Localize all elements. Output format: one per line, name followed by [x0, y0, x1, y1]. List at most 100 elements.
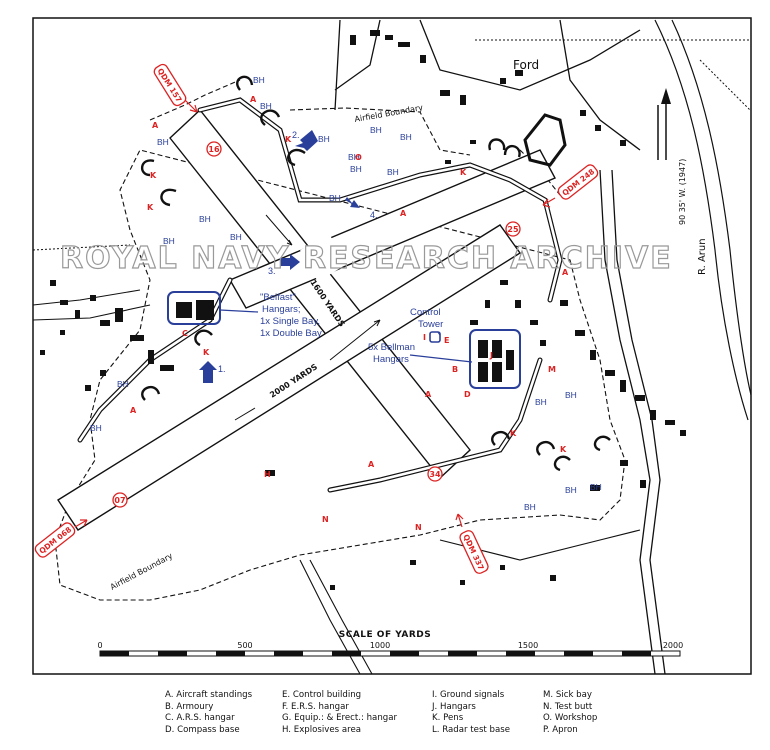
buildings-left — [40, 280, 174, 391]
svg-text:Hangars;: Hangars; — [262, 304, 301, 315]
control-tower-highlight — [429, 331, 441, 343]
svg-text:Control: Control — [410, 307, 441, 318]
arrow-1-icon — [199, 361, 217, 383]
belfast-hangar-single — [176, 302, 192, 318]
svg-text:34: 34 — [429, 470, 441, 479]
arrow-3-icon — [280, 254, 300, 270]
svg-text:2000: 2000 — [663, 641, 683, 650]
svg-text:A: A — [368, 460, 375, 469]
svg-text:1500: 1500 — [518, 641, 538, 650]
river-label: R. Arun — [697, 238, 708, 275]
runway-07-25 — [57, 224, 522, 531]
runway-16-34 — [169, 108, 471, 480]
svg-text:A: A — [130, 406, 137, 415]
svg-text:BH: BH — [260, 101, 272, 111]
svg-text:16: 16 — [208, 145, 220, 154]
svg-text:BH: BH — [329, 193, 341, 203]
legend-item: B. Armoury — [165, 701, 214, 712]
svg-text:C: C — [182, 329, 188, 338]
legend-item: J. Hangars — [432, 701, 476, 712]
scale-title: SCALE OF YARDS — [339, 630, 432, 640]
bellman-highlight-box — [469, 329, 521, 389]
svg-text:07: 07 — [114, 496, 125, 505]
runway-end-34: 34 — [427, 466, 443, 482]
map-frame — [32, 17, 752, 675]
qdm-337: QDM 337 — [459, 530, 489, 574]
svg-text:O: O — [355, 153, 362, 162]
runway-end-25: 25 — [505, 221, 521, 237]
svg-text:Hangars: Hangars — [373, 354, 409, 365]
scale-segment — [564, 651, 593, 656]
legend-col-1: A. Aircraft standings B. Armoury C. A.R.… — [165, 690, 252, 736]
road — [599, 169, 656, 675]
svg-text:BH: BH — [565, 390, 577, 400]
bh-labels: BH BH BH BH BH BH BH BH BH BH BH BH BH B… — [90, 75, 602, 512]
svg-text:BH: BH — [350, 164, 362, 174]
svg-text:BH: BH — [199, 214, 211, 224]
svg-text:K: K — [460, 168, 467, 177]
svg-text:BH: BH — [590, 482, 602, 492]
svg-text:A: A — [250, 95, 257, 104]
qdm-248: QDM 248 — [557, 164, 599, 200]
svg-text:N: N — [322, 515, 329, 524]
svg-text:BH: BH — [318, 134, 330, 144]
legend-item: I. Ground signals — [432, 690, 505, 700]
north-arrow-head-icon — [661, 88, 671, 104]
legend-item: P. Apron — [543, 724, 578, 735]
svg-text:"Belfast": "Belfast" — [260, 292, 296, 303]
arrow-4-icon — [345, 197, 360, 208]
scale-ticks: 0 500 1000 1500 2000 — [97, 641, 683, 650]
svg-text:K: K — [285, 135, 292, 144]
scale-segment — [622, 651, 651, 656]
svg-text:BH: BH — [253, 75, 265, 85]
svg-text:D: D — [464, 390, 471, 399]
svg-text:Tower: Tower — [418, 319, 443, 330]
scale-segment — [448, 651, 477, 656]
svg-text:A: A — [425, 390, 432, 399]
road — [334, 19, 641, 151]
svg-text:A: A — [400, 209, 407, 218]
svg-text:1x Single Bay,: 1x Single Bay, — [260, 316, 320, 327]
svg-text:H: H — [264, 470, 271, 479]
legend-item: O. Workshop — [543, 713, 598, 723]
svg-text:BH: BH — [400, 132, 412, 142]
legend-item: M. Sick bay — [543, 690, 592, 700]
svg-text:25: 25 — [507, 225, 519, 234]
svg-text:BH: BH — [348, 152, 360, 162]
runway-2000-arrow — [234, 319, 381, 421]
svg-text:B: B — [452, 365, 458, 374]
meridian-label: 90 35' W. (1947) — [678, 159, 687, 225]
control-tower-annotation: Control Tower — [410, 307, 443, 330]
bellman-annotation: 5x Bellman Hangars — [368, 342, 415, 365]
apron — [523, 113, 567, 167]
legend-item: N. Test butt — [543, 701, 593, 712]
svg-text:BH: BH — [565, 485, 577, 495]
buildings-top — [350, 30, 626, 164]
qdm-157: QDM 157 — [153, 63, 187, 107]
svg-text:5x Bellman: 5x Bellman — [368, 342, 415, 353]
road — [611, 169, 666, 675]
facility-letters: A A A A A A A B C D E H I J K K K K K K … — [130, 95, 569, 532]
qdm-068: QDM 068 — [34, 522, 76, 558]
legend-item: F. E.R.S. hangar — [282, 701, 349, 712]
arrow-2-label: 2. — [292, 130, 300, 140]
arrow-4-label: 4. — [370, 210, 378, 220]
svg-text:1000: 1000 — [370, 641, 390, 650]
arrow-1-label: 1. — [218, 364, 226, 374]
north-arrow — [657, 95, 667, 160]
dispersal-pens — [141, 75, 611, 472]
scale-bar — [99, 650, 681, 657]
railway — [32, 39, 751, 251]
river-arun — [654, 19, 749, 421]
legend-col-3: I. Ground signals J. Hangars K. Pens L. … — [432, 690, 510, 736]
scale-segment — [390, 651, 419, 656]
road — [32, 289, 151, 321]
svg-text:500: 500 — [237, 641, 252, 650]
boundary-label-bottom: Airfield Boundary — [109, 551, 175, 592]
legend-item: K. Pens — [432, 713, 464, 723]
town-label: Ford — [513, 58, 539, 72]
svg-text:M: M — [548, 365, 556, 374]
svg-text:K: K — [147, 203, 154, 212]
scale-segment — [100, 651, 129, 656]
svg-text:BH: BH — [370, 125, 382, 135]
